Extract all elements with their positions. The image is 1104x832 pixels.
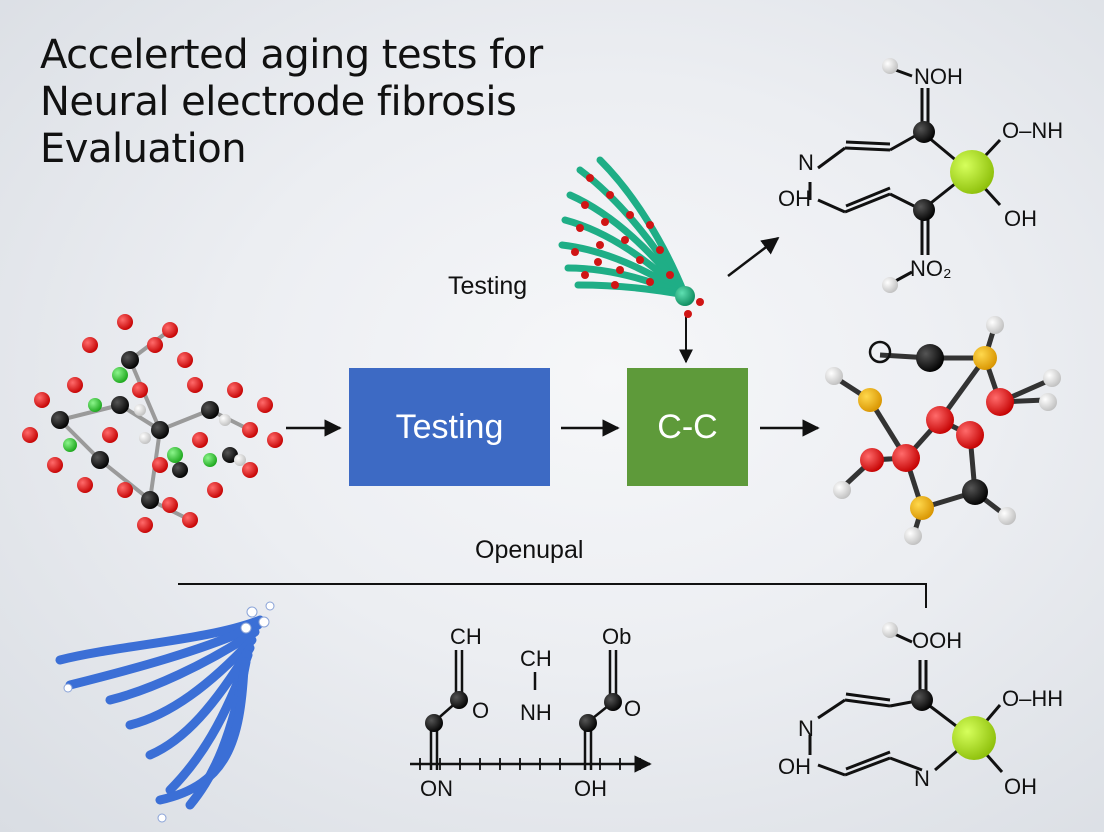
chain-nh: NH <box>520 700 552 725</box>
molecule-ring-right <box>825 316 1061 545</box>
blue-protein-ribbon <box>55 601 275 823</box>
chain-o-right: O <box>624 696 641 721</box>
mol-tr-oh-left: OH <box>778 186 811 211</box>
chain-ch-mid: CH <box>520 646 552 671</box>
molecule-top-right-atoms <box>882 58 994 293</box>
cc-box: C-C <box>627 368 748 486</box>
mol-tr-n: N <box>798 150 814 175</box>
arrow-to-top-right-molecule <box>727 236 780 277</box>
chain-ob: Ob <box>602 624 631 649</box>
testing-label: Testing <box>448 272 528 300</box>
chain-oh: OH <box>574 776 607 801</box>
title-line-3: Evaluation <box>40 126 247 172</box>
mol-br-ohh: O–HH <box>1002 686 1063 711</box>
mol-br-n: N <box>798 716 814 741</box>
mol-tr-onh: O–NH <box>1002 118 1063 143</box>
molecule-cluster-left <box>22 314 283 533</box>
mol-tr-oh-right: OH <box>1004 206 1037 231</box>
mol-br-ooh: OOH <box>912 628 962 653</box>
title-line-2: Neural electrode fibrosis <box>40 79 517 125</box>
chain-o-left: O <box>472 698 489 723</box>
molecule-bottom-right <box>808 630 1004 777</box>
molecule-bottom-right-atoms <box>882 622 996 760</box>
mol-tr-noh: NOH <box>914 64 963 89</box>
testing-box-label: Testing <box>395 407 504 446</box>
cc-box-label: C-C <box>657 407 718 446</box>
chain-formula-atoms <box>425 691 622 732</box>
mol-br-oh-left: OH <box>778 754 811 779</box>
testing-box: Testing <box>349 368 550 486</box>
mol-br-n-mid: N <box>914 766 930 791</box>
openupal-connector-line <box>178 583 927 608</box>
mol-tr-no2: NO₂ <box>910 256 952 281</box>
page-title: Accelerted aging tests for Neural electr… <box>40 32 543 173</box>
chain-ch-left: CH <box>450 624 482 649</box>
openupal-label: Openupal <box>475 536 584 564</box>
chain-on: ON <box>420 776 453 801</box>
mol-br-oh-right: OH <box>1004 774 1037 799</box>
title-line-1: Accelerted aging tests for <box>40 32 543 78</box>
green-protein-ribbon <box>558 156 704 318</box>
